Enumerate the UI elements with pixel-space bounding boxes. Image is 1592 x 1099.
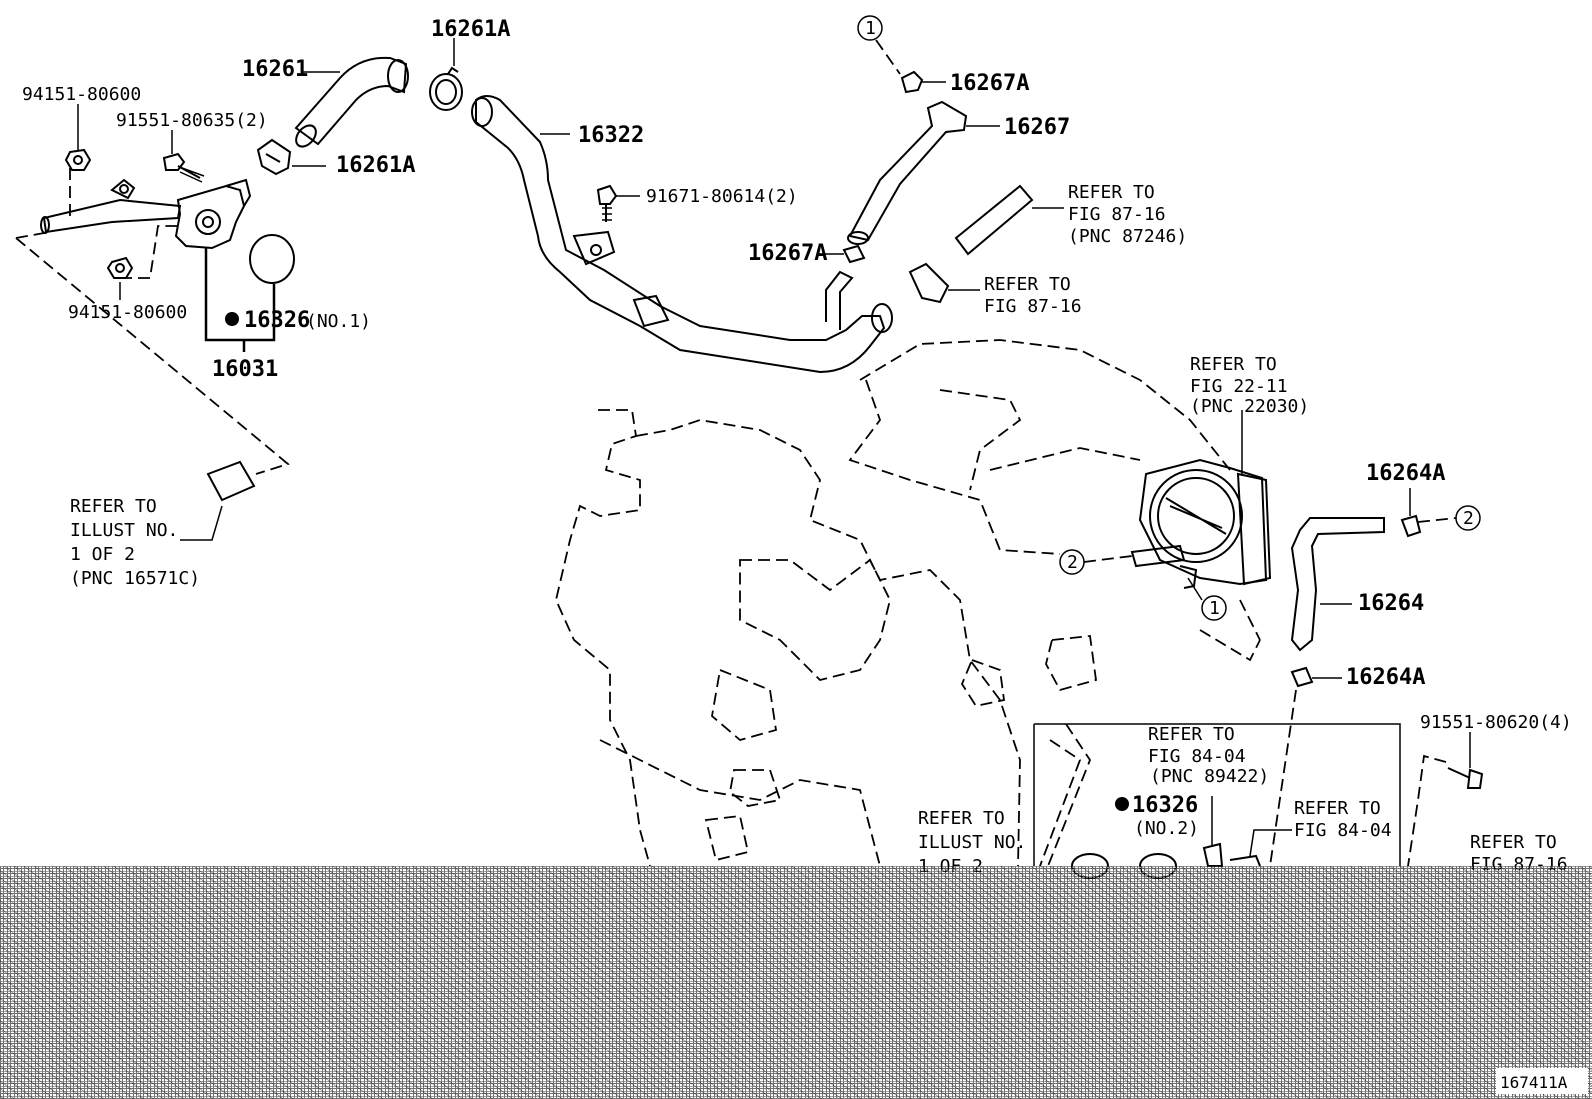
ref-illust-mid-line1: REFER TO (918, 808, 1005, 829)
label-16326-no2: 16326 (1132, 793, 1198, 818)
ref-8404-line2: FIG 84-04 (1294, 820, 1392, 841)
callout-1-top (857, 15, 901, 75)
label-16261: 16261 (242, 57, 308, 82)
ref-87246-line1: REFER TO (1068, 182, 1155, 203)
hose-stub-87246 (954, 184, 1064, 256)
callout-2-left-text: 2 (1067, 552, 1078, 573)
callout-2-right (1417, 505, 1481, 531)
label-16326-no2-suffix: (NO.2) (1134, 818, 1199, 839)
ref-illust-mid-line2: ILLUST NO. (918, 832, 1026, 853)
clamp-ref-87-16 (908, 262, 980, 304)
ref-8404-line1: REFER TO (1294, 798, 1381, 819)
label-16326-no1-suffix: (NO.1) (306, 311, 371, 332)
label-16261A-top: 16261A (431, 17, 510, 42)
ref-87246-line3: (PNC 87246) (1068, 226, 1187, 247)
bullet-16326-no2 (1115, 797, 1129, 811)
ref-89422-line2: FIG 84-04 (1148, 746, 1246, 767)
clamp-16261A-mid (256, 138, 326, 176)
hose-16261 (294, 56, 409, 148)
ref-89422-line1: REFER TO (1148, 724, 1235, 745)
callout-1-bottom-text: 1 (1209, 598, 1220, 619)
label-16267: 16267 (1004, 115, 1070, 140)
water-outlet-assembly (15, 104, 295, 475)
ref-illust-left-line1: REFER TO (70, 496, 157, 517)
o-ring-16326-no1 (249, 234, 295, 284)
ref-22030-line1: REFER TO (1190, 354, 1277, 375)
label-16264A-bottom: 16264A (1346, 665, 1425, 690)
label-16326-no1: 16326 (244, 308, 310, 333)
bolt-91671-80614 (596, 184, 640, 222)
label-16261A-mid: 16261A (336, 153, 415, 178)
ref-89422-line3: (PNC 89422) (1150, 766, 1269, 787)
throttle-body (1130, 410, 1272, 589)
ref-8716b-line1: REFER TO (1470, 832, 1557, 853)
bolt-91551-80635 (162, 152, 201, 179)
callout-1-top-text: 1 (865, 18, 876, 39)
label-16267A-mid: 16267A (748, 241, 827, 266)
ref-illust-left-line2: ILLUST NO. (70, 520, 178, 541)
label-91551-80620: 91551-80620(4) (1420, 712, 1572, 733)
ref-8716-line2: FIG 87-16 (984, 296, 1082, 317)
noise-band-overlay (0, 866, 1592, 1099)
noise-band (0, 866, 1592, 1099)
hose-16267 (847, 100, 1000, 245)
ref-87246-line2: FIG 87-16 (1068, 204, 1166, 225)
hose-16264 (1290, 517, 1385, 652)
label-16264: 16264 (1358, 591, 1424, 616)
label-94151-top: 94151-80600 (22, 84, 141, 105)
bolt-91551-80620 (1407, 732, 1484, 867)
ref-illust-left-line3: 1 OF 2 (70, 544, 135, 565)
clamp-16264A-bottom (1269, 666, 1342, 867)
callout-2-left (1059, 549, 1133, 575)
ref-22030-line3: (PNC 22030) (1190, 396, 1309, 417)
pipe-ref-16571C (180, 460, 256, 541)
clamp-16261A-top (429, 38, 463, 111)
ref-illust-left-line4: (PNC 16571C) (70, 568, 200, 589)
label-16322: 16322 (578, 123, 644, 148)
label-16031: 16031 (212, 357, 278, 382)
nut-94151-bottom (106, 256, 134, 279)
bullet-16326-no1 (225, 312, 239, 326)
label-91551-80635: 91551-80635(2) (116, 110, 268, 131)
engine-outline (555, 339, 1261, 867)
label-16267A-top: 16267A (950, 71, 1029, 96)
callout-2-right-text: 2 (1463, 508, 1474, 529)
ref-22030-line2: FIG 22-11 (1190, 376, 1288, 397)
label-91671-80614: 91671-80614(2) (646, 186, 798, 207)
callout-1-bottom (1187, 577, 1227, 621)
pipe-16322 (471, 95, 893, 374)
clamp-16267A-mid (818, 244, 866, 264)
label-16264A-top: 16264A (1366, 461, 1445, 486)
label-94151-bottom: 94151-80600 (68, 302, 187, 323)
clamp-16267A-top (900, 70, 946, 94)
clamp-16264A-top (1400, 488, 1422, 538)
ref-8716-line1: REFER TO (984, 274, 1071, 295)
nut-94151-top (64, 148, 92, 171)
